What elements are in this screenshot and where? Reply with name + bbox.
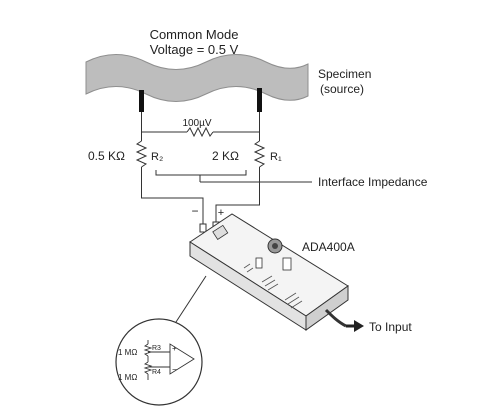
r3-name-label: R3 [152, 345, 161, 352]
inset-schematic [143, 340, 195, 380]
resistor-r2-label: R₂ [151, 151, 163, 163]
resistor-r1-label: R₁ [270, 151, 282, 163]
left-resistance-label: 0.5 KΩ [88, 149, 125, 163]
r3-value-label: 1 MΩ [118, 348, 137, 357]
device-model-label: ADA400A [302, 240, 355, 254]
resistor-r4-symbol [143, 361, 153, 375]
common-mode-title: Common Mode [150, 27, 239, 42]
inset-circle [115, 318, 203, 406]
device-marking-lines [243, 263, 303, 309]
r4-name-label: R4 [152, 369, 161, 376]
common-mode-voltage: Voltage = 0.5 V [150, 42, 239, 57]
r4-value-label: 1 MΩ [118, 373, 137, 382]
output-arrow-head [354, 320, 364, 332]
right-electrode [257, 88, 262, 112]
device-side-face [305, 285, 349, 331]
specimen-source-label: (source) [320, 82, 364, 96]
specimen-label: Specimen [318, 67, 371, 81]
left-wire [141, 167, 204, 224]
right-wire [215, 167, 260, 224]
inset-leader-line [175, 275, 207, 323]
op-amp-plus-label: + [172, 344, 177, 353]
device-switch [255, 257, 263, 269]
resistor-r2-symbol [135, 140, 148, 168]
op-amp-symbol [169, 343, 195, 375]
interface-impedance-label: Interface Impedance [318, 175, 428, 189]
minus-connector [199, 223, 207, 233]
resistor-r3-symbol [143, 343, 153, 357]
device-knob-center [272, 243, 278, 249]
left-electrode [139, 90, 144, 112]
inner-bracket [155, 170, 247, 176]
voltage-resistor-symbol [186, 126, 214, 138]
resistor-r1-symbol [253, 140, 266, 168]
device-display-window [212, 224, 229, 241]
op-amp-minus-label: − [172, 365, 177, 374]
minus-terminal-label: − [191, 204, 198, 218]
plus-terminal-label: + [218, 207, 224, 219]
voltage-label: 100µV [182, 118, 211, 129]
right-resistance-label: 2 KΩ [212, 149, 239, 163]
to-input-label: To Input [369, 320, 412, 334]
output-cable [324, 308, 347, 328]
specimen-band [85, 54, 309, 102]
device-switch-2 [282, 257, 292, 271]
